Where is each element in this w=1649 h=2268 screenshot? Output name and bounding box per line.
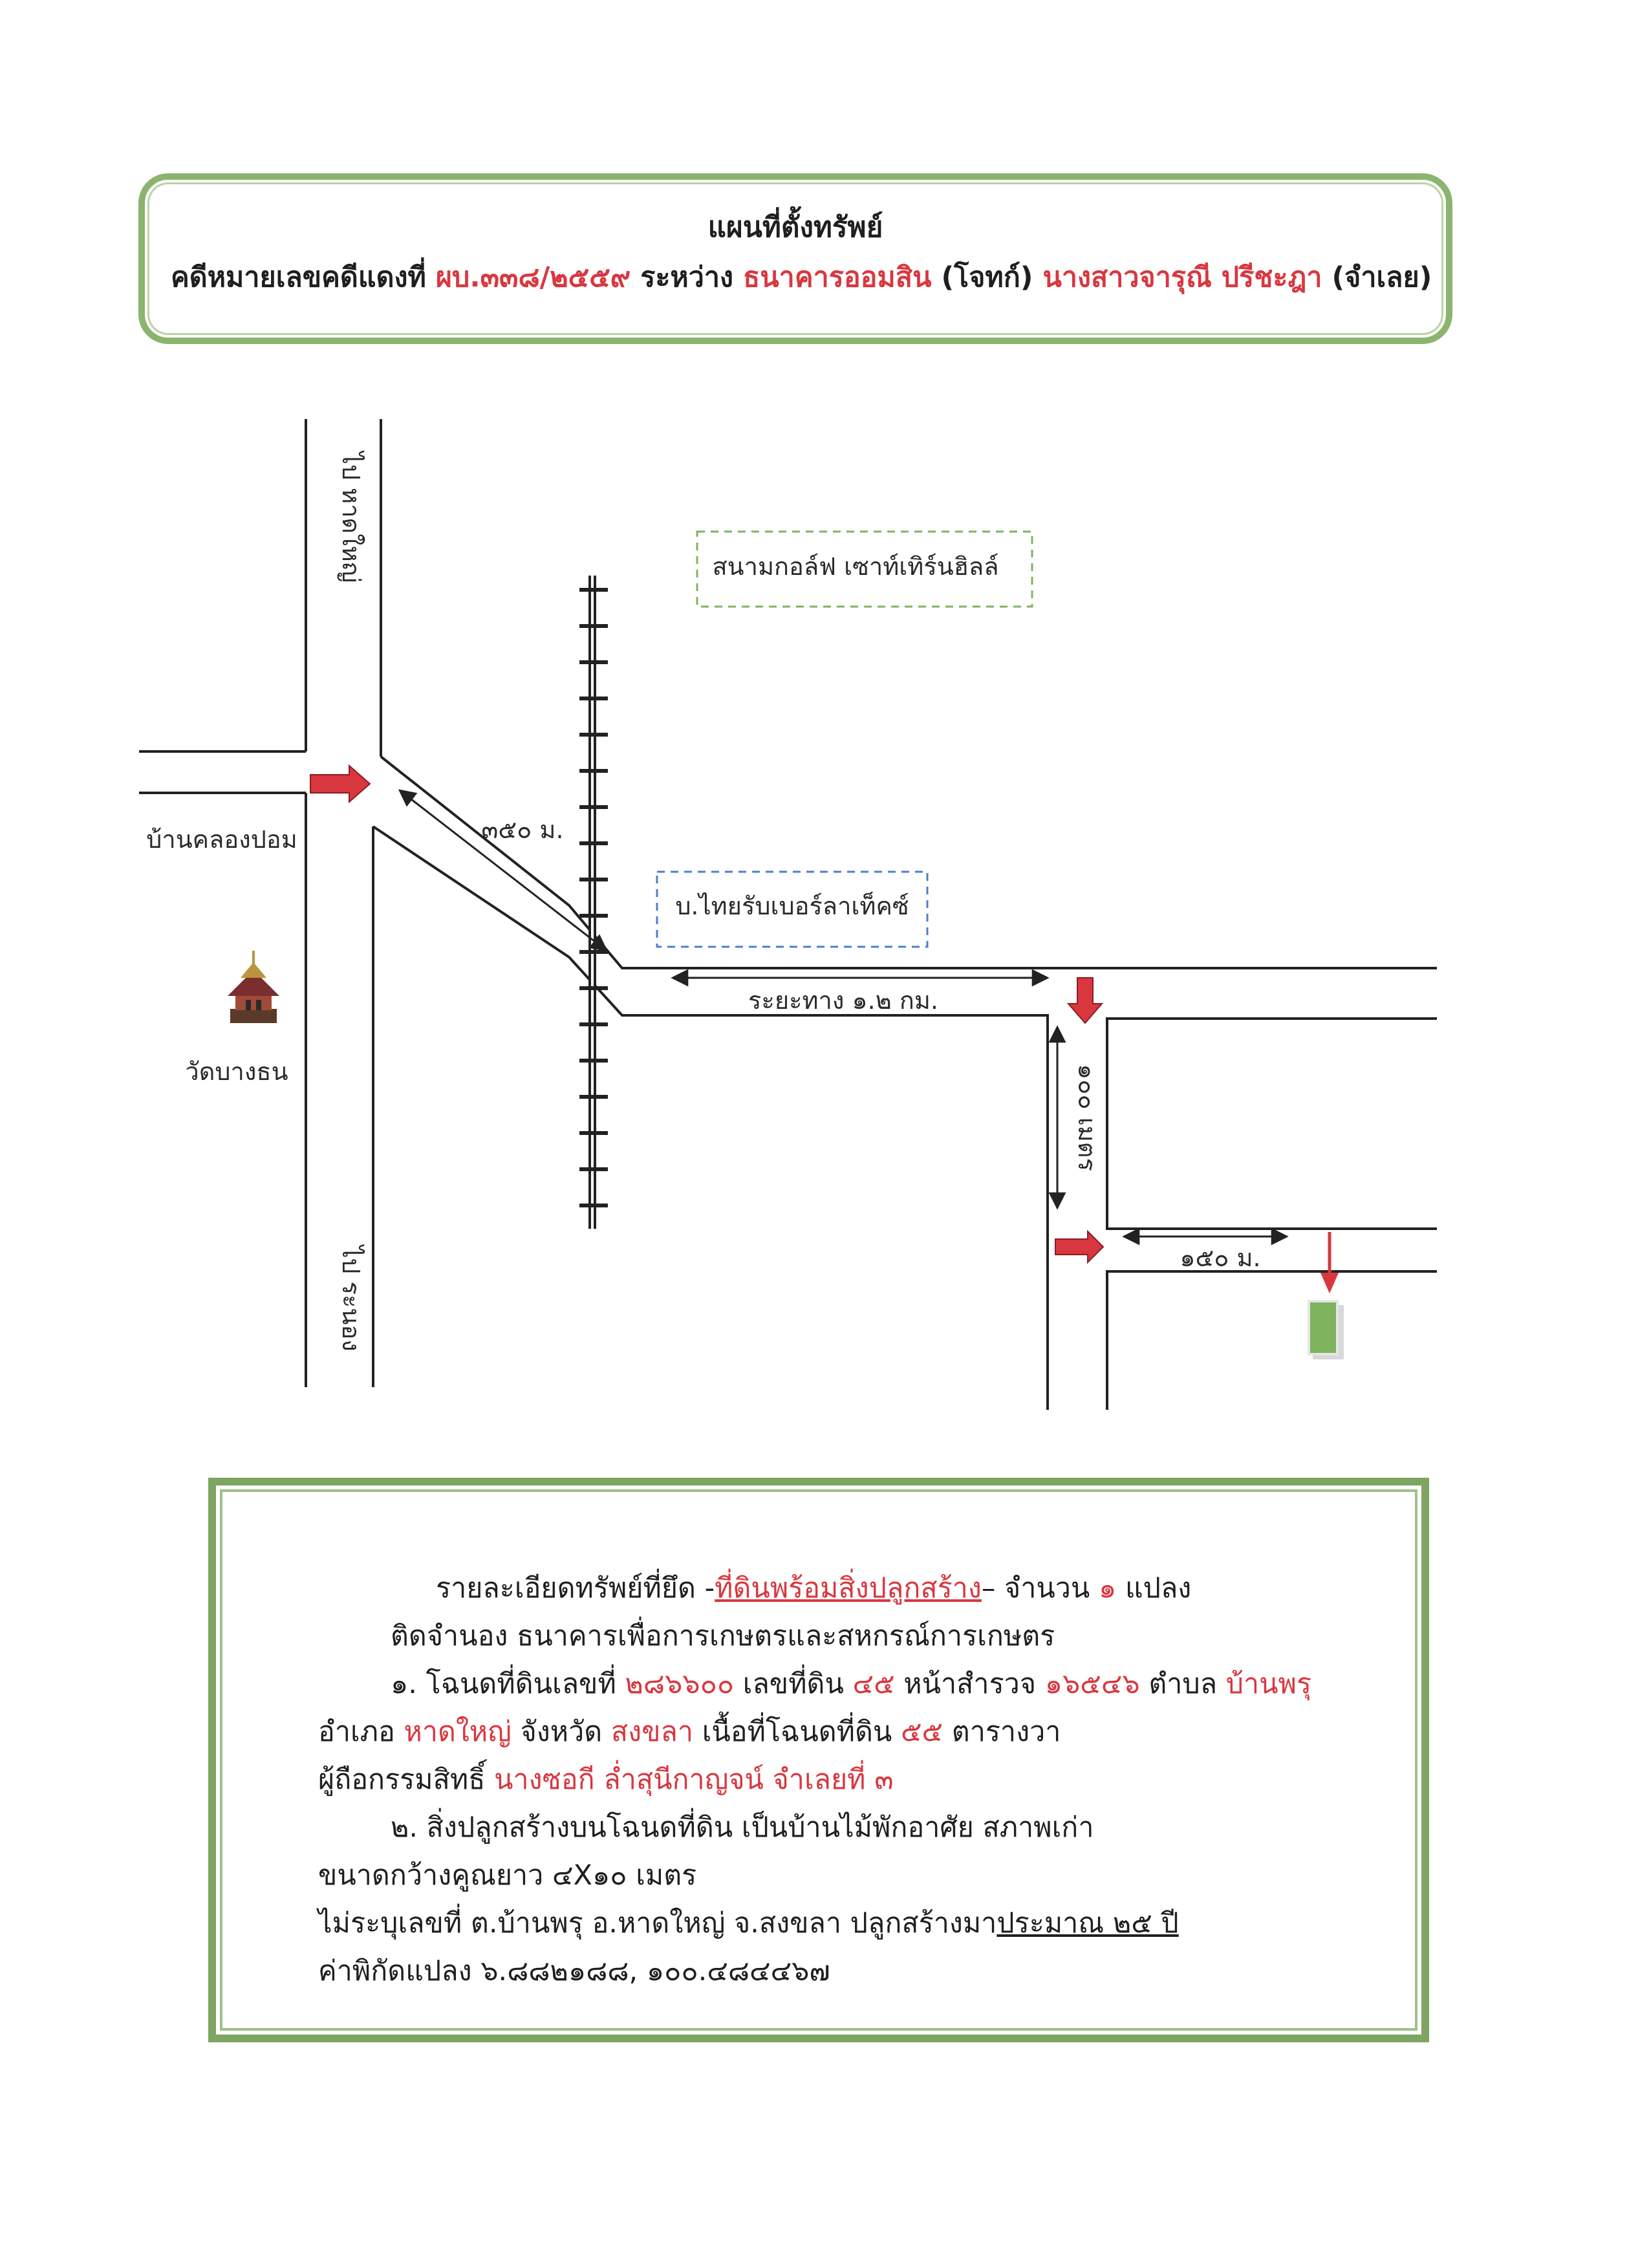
direction-arrow-icon xyxy=(310,764,371,804)
owner-label: ผู้ถือกรรมสิทธิ์ xyxy=(318,1764,486,1796)
dist-100-label: ๑๐๐ เมตร xyxy=(1073,1064,1101,1171)
land-no-label: เลขที่ดิน xyxy=(742,1668,844,1700)
details-line-5: ผู้ถือกรรมสิทธิ์ นางซอกี ล่ำสุนีกาญจน์ จ… xyxy=(318,1757,894,1801)
details-line-3: ๑. โฉนดที่ดินเลขที่ ๒๘๖๖๐๐ เลขที่ดิน ๔๕ … xyxy=(391,1661,1311,1705)
road-south-label: ไป ระนอง xyxy=(337,1244,365,1352)
main-road xyxy=(139,419,382,1387)
area-unit: ตารางวา xyxy=(951,1716,1061,1748)
area-value: ๕๕ xyxy=(901,1716,943,1748)
dist-350-label: ๓๕๐ ม. xyxy=(481,815,563,844)
between-label: ระหว่าง xyxy=(640,261,734,294)
railway xyxy=(579,576,608,1229)
direction-arrow-icon xyxy=(1055,1229,1105,1264)
details-line-7: ขนาดกว้างคูณยาว ๔X๑๐ เมตร xyxy=(318,1859,697,1892)
page-title: แผนที่ตั้งทรัพย์ xyxy=(707,211,883,244)
dist-1-2km-label: ระยะทาง ๑.๒ กม. xyxy=(748,986,938,1015)
coordinates-line: ค่าพิกัดแปลง ๖.๘๘๒๑๘๘, ๑๐๐.๔๘๔๔๖๗ xyxy=(318,1955,830,1987)
survey-number: ๑๖๕๔๖ xyxy=(1044,1668,1140,1700)
building-age: ประมาณ ๒๕ ปี xyxy=(997,1907,1179,1939)
dist-150-label: ๑๕๐ ม. xyxy=(1180,1244,1260,1272)
dim-350-arrow xyxy=(398,789,609,952)
province-label: จังหวัด xyxy=(520,1716,603,1748)
village-label: บ้านคลองปอม xyxy=(146,825,297,854)
golf-course-box xyxy=(696,530,1033,608)
plot-marker-icon xyxy=(1308,1300,1344,1359)
subdistrict-label: ตำบล xyxy=(1148,1668,1218,1700)
area-label: เนื้อที่โฉนดที่ดิน xyxy=(702,1716,892,1748)
land-number: ๔๕ xyxy=(852,1668,895,1700)
owner-value: นางซอกี ล่ำสุนีกาญจน์ จำเลยที่ ๓ xyxy=(494,1764,894,1796)
province-value: สงขลา xyxy=(610,1716,694,1748)
factory-label: บ.ไทยรับเบอร์ลาเท็คซ์ xyxy=(675,891,909,920)
district-value: หาดใหญ่ xyxy=(404,1716,512,1748)
details-line-8: ไม่ระบุเลขที่ ต.บ้านพรุ อ.หาดใหญ่ จ.สงขล… xyxy=(318,1901,1179,1945)
direction-arrow-icon xyxy=(1066,977,1104,1024)
defendant-name: นางสาวจารุณี ปรีชะฎา xyxy=(1042,261,1322,294)
temple-icon xyxy=(228,951,279,1023)
details-prefix: รายละเอียดทรัพย์ที่ยึด - xyxy=(436,1572,715,1604)
address-text: ไม่ระบุเลขที่ ต.บ้านพรุ อ.หาดใหญ่ จ.สงขล… xyxy=(318,1907,997,1939)
side-road xyxy=(372,755,1437,1410)
details-count: ๑ xyxy=(1098,1572,1117,1604)
details-unit: แปลง xyxy=(1125,1572,1192,1604)
mortgage-line: ติดจำนอง ธนาคารเพื่อการเกษตรและสหกรณ์การ… xyxy=(391,1620,1055,1652)
district-label: อำเภอ xyxy=(318,1716,395,1748)
golf-course-label: สนามกอล์ฟ เซาท์เทิร์นฮิลล์ xyxy=(712,552,998,581)
case-line: คดีหมายเลขคดีแดงที่ ผบ.๓๓๘/๒๕๕๙ ระหว่าง … xyxy=(171,255,1432,299)
header-box: แผนที่ตั้งทรัพย์ คดีหมายเลขคดีแดงที่ ผบ.… xyxy=(138,173,1452,344)
temple-label: วัดบางธน xyxy=(185,1057,288,1086)
factory-box xyxy=(656,870,929,948)
plaintiff-role: (โจทก์) xyxy=(941,261,1033,294)
deed-number: ๒๘๖๖๐๐ xyxy=(625,1668,735,1700)
location-map: สนามกอล์ฟ เซาท์เทิร์นฮิลล์ บ.ไทยรับเบอร์… xyxy=(139,419,1437,1410)
details-line-6: ๒. สิ่งปลูกสร้างบนโฉนดที่ดิน เป็นบ้านไม้… xyxy=(391,1811,1094,1844)
defendant-role: (จำเลย) xyxy=(1331,261,1432,294)
survey-label: หน้าสำรวจ xyxy=(903,1668,1037,1700)
subdistrict-value: บ้านพรุ xyxy=(1225,1668,1312,1700)
road-north-label: ไป หาดใหญ่ xyxy=(337,450,365,583)
property-details-box: รายละเอียดทรัพย์ที่ยึด -ที่ดินพร้อมสิ่งป… xyxy=(208,1478,1429,2042)
details-item: ที่ดินพร้อมสิ่งปลูกสร้าง xyxy=(715,1572,982,1604)
plaintiff-name: ธนาคารออมสิน xyxy=(743,261,932,294)
details-line-1: รายละเอียดทรัพย์ที่ยึด -ที่ดินพร้อมสิ่งป… xyxy=(436,1566,1191,1610)
details-line-4: อำเภอ หาดใหญ่ จังหวัด สงขลา เนื้อที่โฉนด… xyxy=(318,1709,1061,1753)
deed-label: ๑. โฉนดที่ดินเลขที่ xyxy=(391,1668,616,1700)
case-number: ผบ.๓๓๘/๒๕๕๙ xyxy=(435,261,631,294)
details-mid: – จำนวน xyxy=(981,1572,1090,1604)
case-prefix: คดีหมายเลขคดีแดงที่ xyxy=(171,261,426,294)
